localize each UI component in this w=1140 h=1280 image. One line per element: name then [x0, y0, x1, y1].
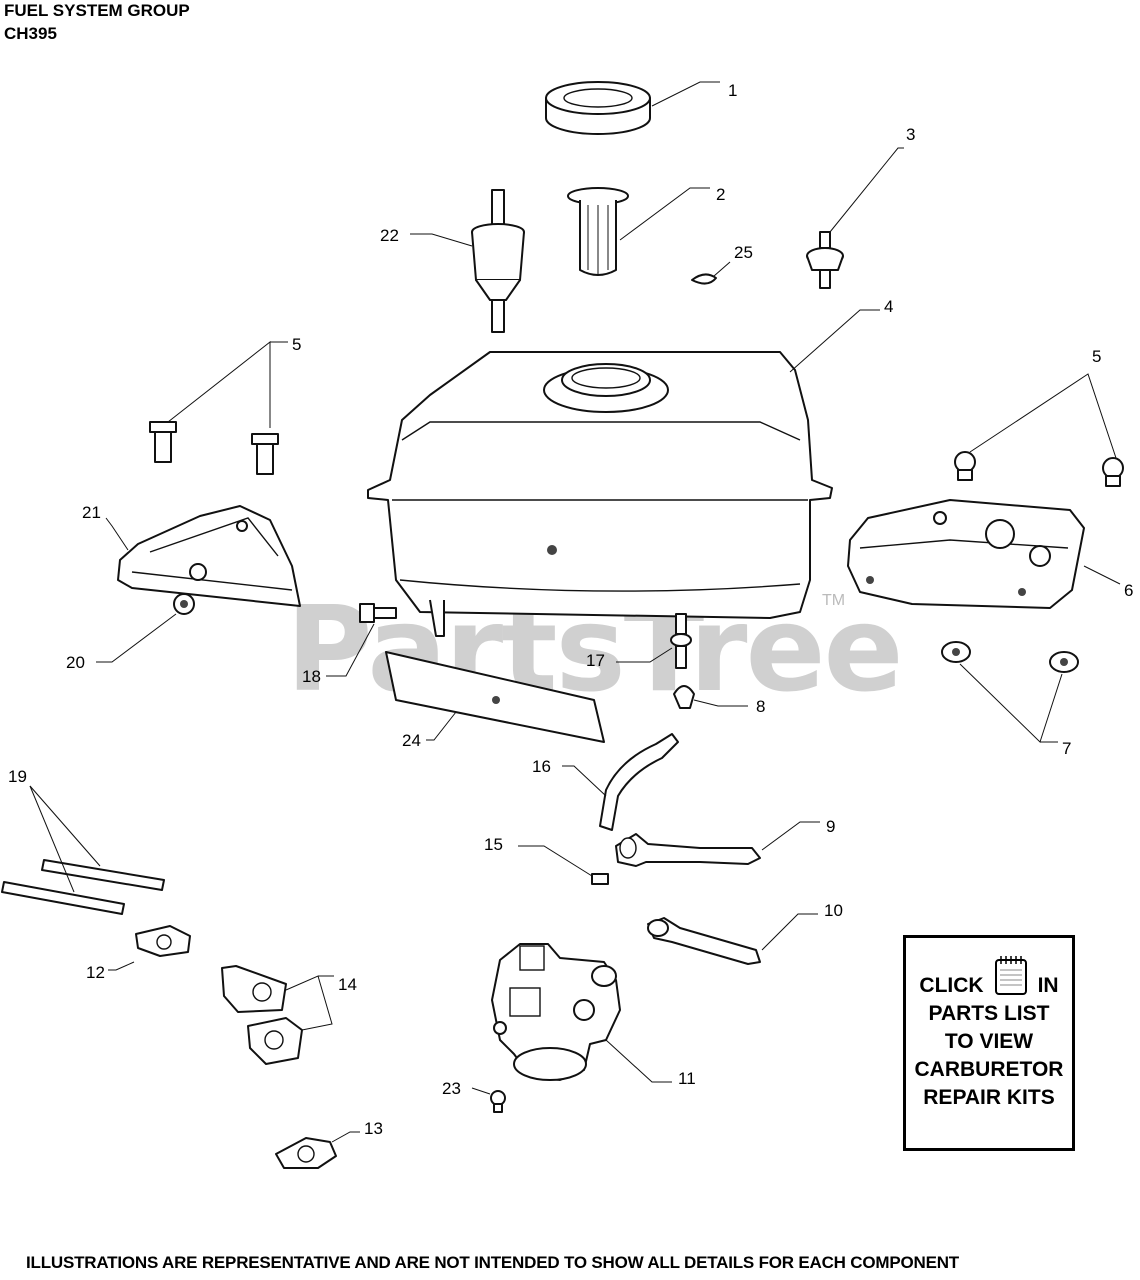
part-spring-clip[interactable] [591, 873, 609, 885]
part-rear-bracket[interactable] [117, 505, 301, 607]
leader-21 [105, 517, 129, 551]
leader-5b [969, 373, 1117, 459]
info-line-repair-kits: REPAIR KITS [923, 1086, 1055, 1109]
disclaimer-footer: ILLUSTRATIONS ARE REPRESENTATIVE AND ARE… [26, 1253, 959, 1272]
callout-5a[interactable]: 5 [292, 335, 301, 354]
leader-10 [761, 913, 818, 951]
leader-16 [562, 765, 607, 797]
leader-20 [96, 613, 177, 663]
callout-6[interactable]: 6 [1124, 581, 1133, 600]
leader-17 [616, 647, 673, 663]
trademark-mark: TM [822, 592, 846, 609]
callout-1[interactable]: 1 [728, 81, 737, 100]
leader-19a [29, 785, 101, 867]
leader-23 [471, 1087, 491, 1095]
leader-7 [959, 663, 1063, 743]
part-fuel-shutoff-lever[interactable] [615, 833, 761, 867]
callout-9[interactable]: 9 [826, 817, 835, 836]
callout-24[interactable]: 24 [402, 731, 421, 750]
part-gasket-12[interactable] [135, 925, 191, 957]
info-line-parts-list: PARTS LIST [928, 1002, 1050, 1025]
part-flange-bolt-right[interactable] [954, 451, 1124, 487]
part-washer[interactable] [691, 273, 717, 285]
leader-5a [167, 340, 271, 428]
part-fuel-hose[interactable] [599, 733, 679, 831]
leader-9 [761, 821, 820, 851]
callout-23[interactable]: 23 [442, 1079, 461, 1098]
callout-21[interactable]: 21 [82, 503, 101, 522]
callout-13[interactable]: 13 [364, 1119, 383, 1138]
part-stud[interactable] [359, 603, 397, 623]
info-line-to-view: TO VIEW [944, 1030, 1034, 1053]
part-hose-clip[interactable] [673, 685, 695, 709]
leader-18 [326, 623, 375, 677]
callout-2[interactable]: 2 [716, 185, 725, 204]
click-label: CLICK [919, 974, 984, 997]
part-flange-bolt-left[interactable] [149, 421, 279, 475]
part-tank-bracket[interactable] [847, 499, 1085, 609]
leader-22 [410, 233, 473, 247]
leader-11 [605, 1039, 672, 1083]
leader-19b [29, 785, 75, 893]
part-choke-lever[interactable] [647, 917, 761, 965]
part-pins[interactable] [1, 859, 165, 915]
carburetor-kit-info-box[interactable]: CLICK IN PARTS LIST TO VIEW CARBURETOR R… [903, 935, 1075, 1151]
leader-3 [829, 147, 904, 233]
leader-13 [331, 1131, 360, 1143]
diagram-title: FUEL SYSTEM GROUP [4, 1, 190, 20]
leader-15 [518, 845, 593, 877]
callout-5b[interactable]: 5 [1092, 347, 1101, 366]
part-screw[interactable] [490, 1090, 506, 1113]
part-hex-nut[interactable] [173, 593, 195, 615]
part-heat-shield[interactable] [385, 651, 605, 743]
leader-6 [1083, 565, 1121, 585]
callout-25[interactable]: 25 [734, 243, 753, 262]
callout-14[interactable]: 14 [338, 975, 357, 994]
callout-4[interactable]: 4 [884, 297, 893, 316]
leader-14 [285, 975, 333, 1031]
callout-8[interactable]: 8 [756, 697, 765, 716]
part-inline-fuel-filter[interactable] [471, 189, 525, 333]
callout-12[interactable]: 12 [86, 963, 105, 982]
callout-17[interactable]: 17 [586, 651, 605, 670]
part-fuel-strainer[interactable] [567, 187, 629, 276]
callout-22[interactable]: 22 [380, 226, 399, 245]
part-fuel-fitting[interactable] [670, 613, 692, 669]
leader-2 [619, 187, 710, 241]
leader-24 [426, 711, 457, 741]
callout-15[interactable]: 15 [484, 835, 503, 854]
part-gasket-set-14[interactable] [221, 965, 303, 1065]
in-label: IN [1037, 974, 1059, 997]
part-gasket-13[interactable] [275, 1137, 337, 1169]
callout-7[interactable]: 7 [1062, 739, 1071, 758]
part-fuel-cap[interactable] [545, 81, 651, 135]
exploded-parts-diagram: 1 2 3 22 25 [1, 81, 1133, 1169]
callout-18[interactable]: 18 [302, 667, 321, 686]
leader-25 [713, 261, 731, 277]
notebook-icon[interactable] [994, 954, 1028, 996]
leader-12 [108, 961, 135, 971]
leader-1 [651, 81, 720, 107]
part-check-valve[interactable] [806, 231, 844, 289]
callout-19[interactable]: 19 [8, 767, 27, 786]
callout-3[interactable]: 3 [906, 125, 915, 144]
model-number: CH395 [4, 24, 57, 43]
info-line-carburetor: CARBURETOR [914, 1058, 1064, 1081]
callout-10[interactable]: 10 [824, 901, 843, 920]
leader-4 [789, 309, 880, 373]
leader-8 [693, 699, 748, 707]
part-fuel-tank[interactable] [367, 351, 833, 637]
callout-11[interactable]: 11 [678, 1069, 696, 1088]
callout-16[interactable]: 16 [532, 757, 551, 776]
part-flange-nut[interactable] [941, 641, 1079, 673]
callout-20[interactable]: 20 [66, 653, 85, 672]
part-carburetor[interactable] [491, 943, 621, 1081]
